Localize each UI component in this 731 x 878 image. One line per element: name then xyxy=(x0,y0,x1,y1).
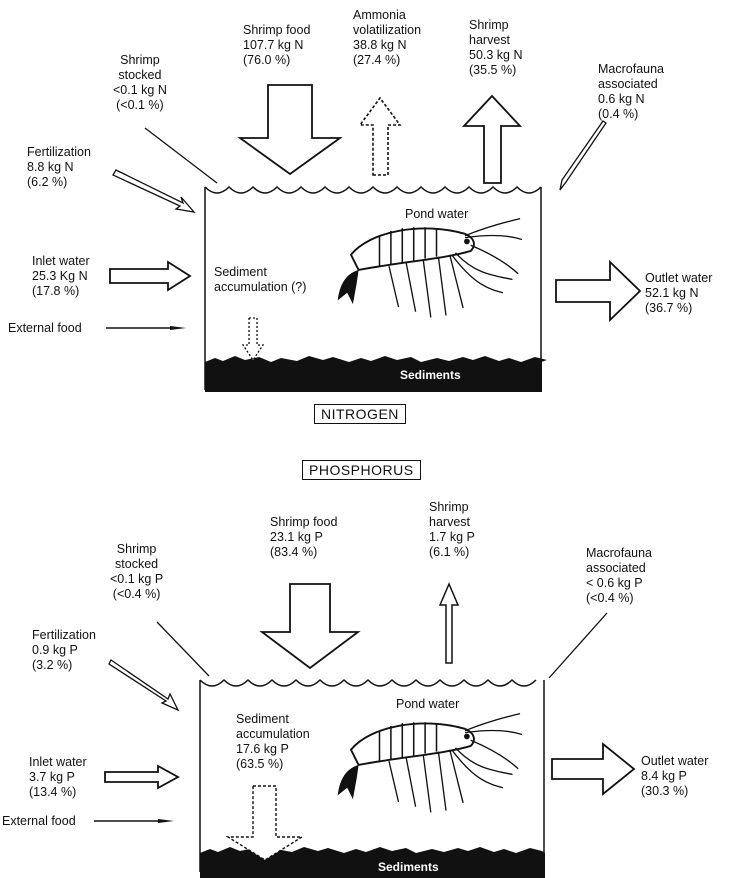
p-outlet-arrow xyxy=(552,744,634,794)
p-fertilization-arrow xyxy=(109,660,178,710)
p-stocked-line xyxy=(157,622,209,676)
n-fertilization-arrow xyxy=(113,170,194,212)
n-external-food-label: External food xyxy=(8,321,82,336)
n-stocked-line xyxy=(145,128,217,183)
nitrogen-water-surface xyxy=(205,187,541,193)
n-inlet-arrow xyxy=(110,262,190,290)
p-sediments-label: Sediments xyxy=(378,860,439,875)
n-ammonia-arrow xyxy=(360,98,400,175)
p-sediment-arrow xyxy=(228,786,302,860)
n-macrofauna-arrow xyxy=(560,121,606,190)
phosphorus-section-title: PHOSPHORUS xyxy=(302,460,421,480)
p-inlet-arrow xyxy=(105,766,178,788)
n-harvest-arrow xyxy=(464,96,520,183)
nitrogen-section-title: NITROGEN xyxy=(314,404,406,424)
p-pond-water-label: Pond water xyxy=(396,697,459,712)
phosphorus-shrimp-illustration xyxy=(338,714,522,813)
phosphorus-water-surface xyxy=(200,680,536,686)
p-external-food-label: External food xyxy=(2,814,76,829)
p-harvest-arrow xyxy=(440,584,458,663)
phosphorus-sediment-layer xyxy=(200,853,545,878)
n-pond-water-label: Pond water xyxy=(405,207,468,222)
n-sediment-arrow xyxy=(243,318,263,360)
nitrogen-shrimp-illustration xyxy=(338,219,522,318)
p-shrimp-food-arrow xyxy=(262,584,358,668)
p-macrofauna-line xyxy=(549,613,607,678)
n-outlet-arrow xyxy=(556,262,640,320)
nitrogen-sediment-layer xyxy=(205,362,542,392)
n-shrimp-food-arrow xyxy=(240,85,340,174)
n-sediments-label: Sediments xyxy=(400,368,461,383)
